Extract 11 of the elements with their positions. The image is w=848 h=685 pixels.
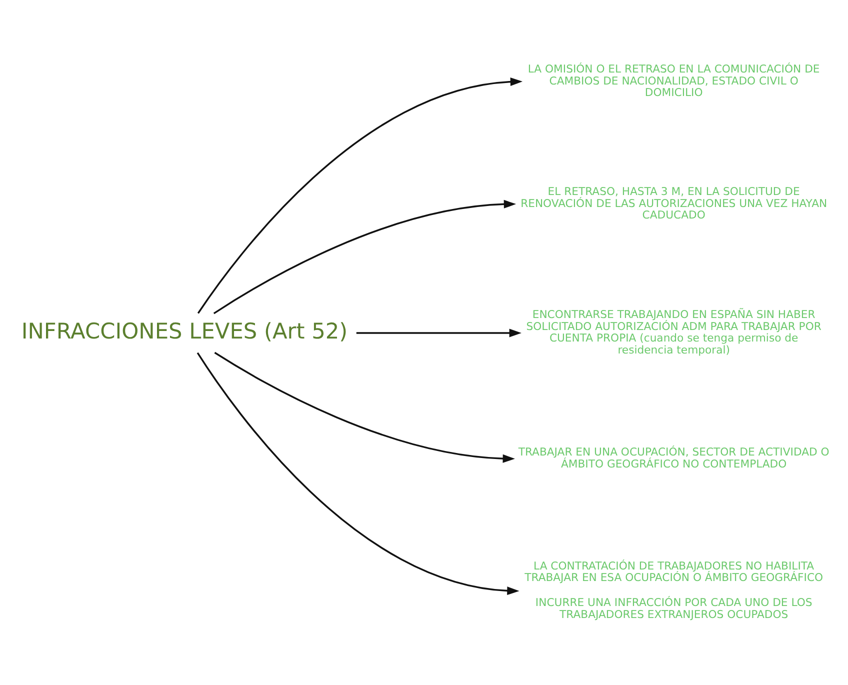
node-text: INFRACCIONES LEVES (Art 52) bbox=[21, 319, 348, 344]
node-text: TRABAJAR EN UNA OCUPACIÓN, SECTOR DE ACTIVIDAD O ÁMBITO GEOGRÁFICO NO CONTEMPLADO bbox=[518, 445, 830, 470]
node-text: ENCONTRARSE TRABAJANDO EN ESPAÑA SIN HABER SOLICITADO AUTORIZACIÓN ADM PARA TRABAJAR POR CUENTA PROPIA (cuando se tenga permiso de residencia temporal) bbox=[526, 308, 822, 357]
arrow bbox=[197, 78, 523, 314]
node-text: LA CONTRATACIÓN DE TRABAJADORES NO HABILITA TRABAJAR EN ESA OCUPACIÓN O ÁMBITO GEOGRÁFICO INCURRE UNA INFRACCIÓN POR CADA UNO DE LOS TRABAJADORES EXTRANJEROS OCUPADOS bbox=[524, 559, 824, 622]
node-text: LA OMISIÓN O EL RETRASO EN LA COMUNICACIÓN DE CAMBIOS DE NACIONALIDAD, ESTADO CIVIL O DOMICILIO bbox=[528, 62, 820, 100]
node-text: EL RETRASO, HASTA 3 M, EN LA SOLICITUD DE RENOVACIÓN DE LAS AUTORIZACIONES UNA VEZ HAYAN CADUCADO bbox=[520, 184, 828, 222]
arrow bbox=[196, 352, 520, 596]
arrow bbox=[214, 352, 515, 463]
arrow bbox=[213, 200, 516, 314]
arrow bbox=[356, 328, 522, 338]
